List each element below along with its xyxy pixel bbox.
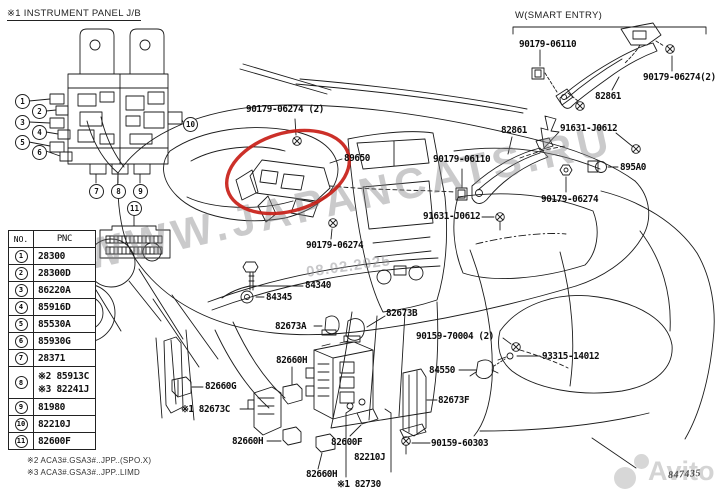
- callout-3: 3: [15, 115, 30, 130]
- part-label-90179-06274-se: 90179-06274(2): [643, 72, 716, 83]
- callout-7: 7: [89, 184, 104, 199]
- callout-1: 1: [15, 94, 30, 109]
- callout-10: 10: [183, 117, 198, 132]
- part-label-89650: 89650: [344, 153, 370, 164]
- part-label-93315-14012: 93315-14012: [542, 351, 600, 362]
- part-label-82660H-1: 82660H: [276, 355, 308, 366]
- part-label-84345: 84345: [266, 292, 292, 303]
- part-label-82730: ※1 82730: [337, 479, 381, 490]
- part-label-90179-06274-top: 90179-06274 (2): [246, 104, 324, 115]
- brand-logo-text: Avito: [648, 456, 715, 486]
- note-line-2: ※3 ACA3#.GSA3#..JPP..LIMD: [27, 467, 140, 477]
- part-label-82861-center: 82861: [501, 125, 527, 136]
- part-label-91631-J0612-top: 91631-J0612: [560, 123, 618, 134]
- part-label-82660G: 82660G: [205, 381, 237, 392]
- jb-section-title: ※1 INSTRUMENT PANEL J/B: [7, 8, 141, 21]
- callout-5: 5: [15, 135, 30, 150]
- part-label-895A0: 895A0: [620, 162, 646, 173]
- callout-9: 9: [133, 184, 148, 199]
- callout-2: 2: [32, 104, 47, 119]
- callout-8: 8: [111, 184, 126, 199]
- part-label-90159-60303: 90159-60303: [431, 438, 489, 449]
- jb-assembly-drawing: [29, 29, 183, 258]
- brand-dot-large: [614, 467, 636, 489]
- note-line-1: ※2 ACA3#.GSA3#..JPP..(SPO.X): [27, 456, 152, 465]
- part-label-90179-06274-right: 90179-06274: [541, 194, 599, 205]
- part-label-82660H-3: 82660H: [306, 469, 338, 480]
- callout-6: 6: [32, 145, 47, 160]
- col-no: NO.: [9, 231, 34, 247]
- smart-entry-drawing: [513, 23, 706, 111]
- part-label-82673F: 82673F: [438, 395, 470, 406]
- brand-dot-small: [634, 454, 649, 469]
- part-label-82673B: 82673B: [386, 308, 418, 319]
- part-label-90159-70004: 90159-70004 (2): [416, 331, 494, 342]
- col-pnc: PNC: [56, 234, 73, 244]
- part-label-82673A: 82673A: [275, 321, 307, 332]
- part-label-84550: 84550: [429, 365, 455, 376]
- figure-number: 847435: [667, 467, 702, 482]
- part-label-82861-se: 82861: [595, 91, 621, 102]
- highlight-ellipse: [216, 116, 359, 227]
- part-label-90179-06110-se: 90179-06110: [519, 39, 577, 50]
- center-parts-drawing: [222, 116, 641, 342]
- pnc-table-header: NO. PNC: [9, 231, 95, 247]
- part-label-91631-J0612-center: 91631-J0612: [423, 211, 481, 222]
- part-label-82600F: 82600F: [331, 437, 363, 448]
- applicability-notes: ※2 ACA3#.GSA3#..JPP..(SPO.X) ※3 ACA3#.GS…: [27, 455, 151, 478]
- callout-11: 11: [127, 201, 142, 216]
- part-label-90179-06274-mid: 90179-06274: [306, 240, 364, 251]
- part-label-82673C: ※1 82673C: [181, 404, 230, 415]
- smart-entry-title: W(SMART ENTRY): [515, 10, 603, 21]
- part-label-90179-06110-center: 90179-06110: [433, 154, 491, 165]
- part-label-84340: 84340: [305, 280, 331, 291]
- dashboard-drawing: [57, 64, 714, 468]
- part-label-82210J: 82210J: [354, 452, 386, 463]
- lower-parts-drawing: [164, 337, 568, 477]
- brand-watermark: Avito: [596, 448, 716, 494]
- callout-4: 4: [32, 125, 47, 140]
- table-row: 8※2 85913C※3 82241J: [9, 366, 95, 398]
- part-label-82660H-2: 82660H: [232, 436, 264, 447]
